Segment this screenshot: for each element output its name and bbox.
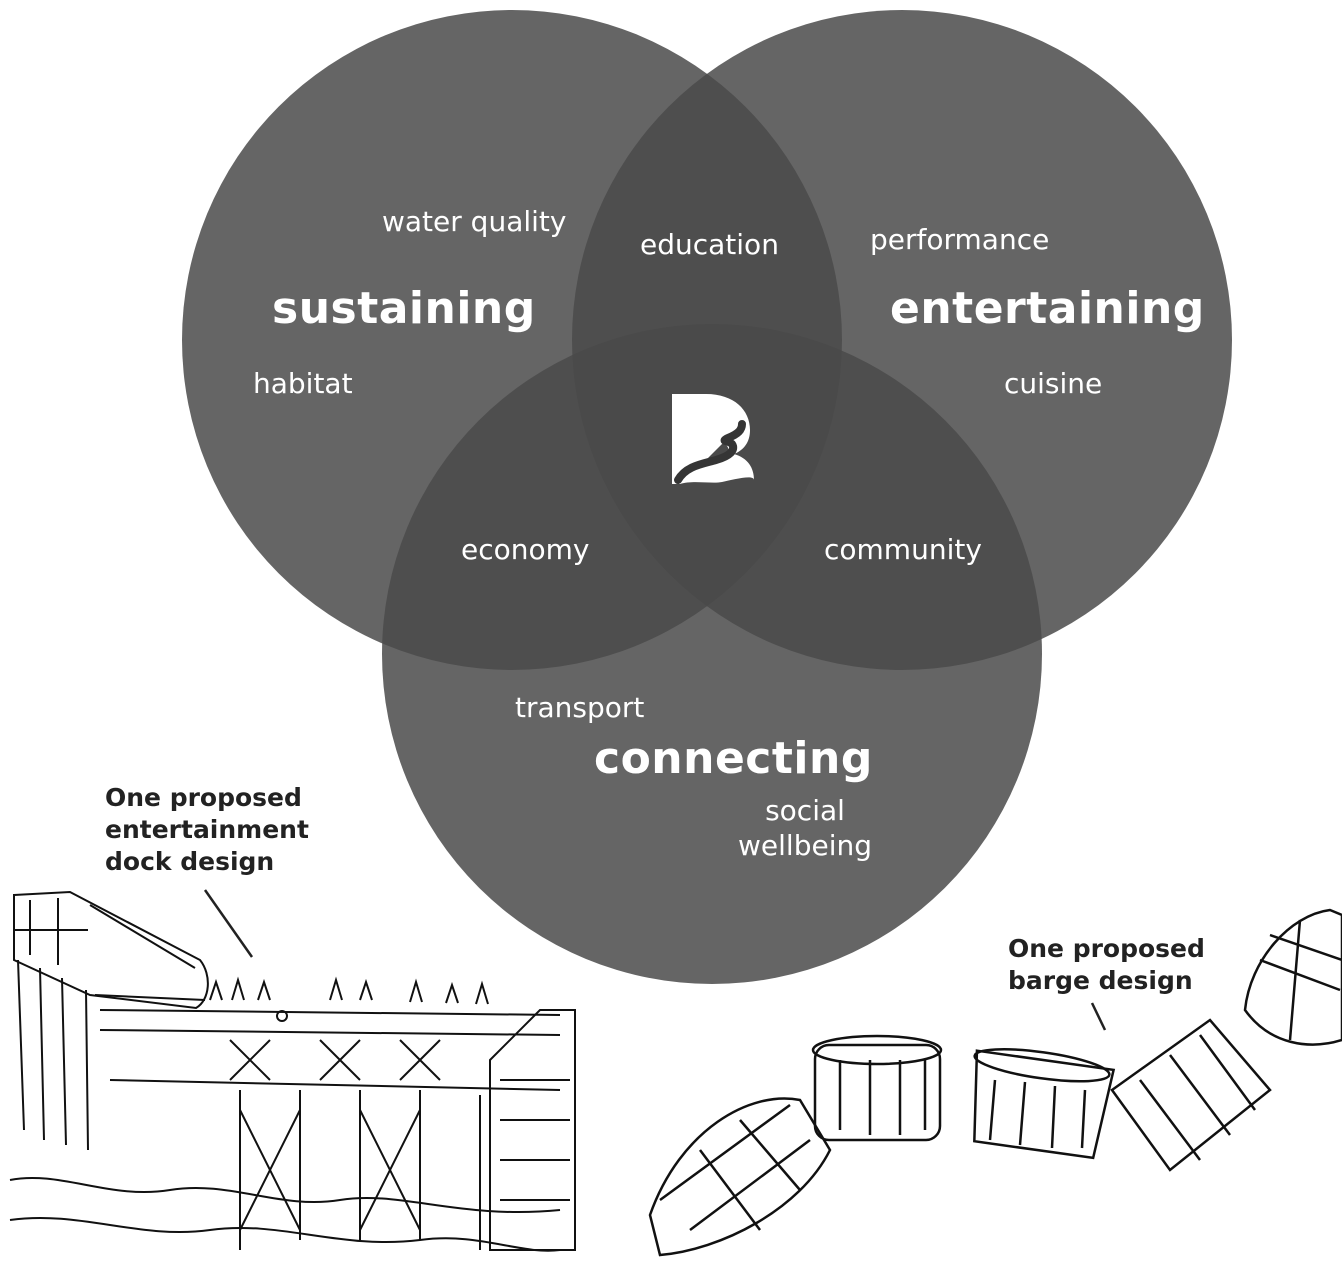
circle-connecting: [382, 324, 1042, 984]
barge-caption: One proposed barge design: [1008, 933, 1205, 997]
label-community: community: [824, 533, 982, 566]
label-habitat: habitat: [253, 367, 353, 400]
dock-caption-line: One proposed: [105, 783, 302, 812]
barge-pointer-line: [1090, 1002, 1107, 1031]
river-b-logo: [672, 394, 754, 484]
label-education: education: [640, 228, 779, 261]
label-wellbeing: wellbeing: [738, 829, 872, 862]
label-sustaining: sustaining: [272, 283, 536, 334]
barge-caption-line: One proposed: [1008, 934, 1205, 963]
barge-sketch: [648, 908, 1342, 1257]
barge-caption-line: barge design: [1008, 966, 1193, 995]
label-water-quality: water quality: [382, 205, 567, 238]
dock-caption-line: dock design: [105, 847, 275, 876]
dock-pointer-line: [203, 889, 254, 958]
label-performance: performance: [870, 223, 1050, 256]
label-transport: transport: [515, 691, 645, 724]
dock-caption: One proposed entertainment dock design: [105, 782, 309, 878]
dock-sketch: [9, 890, 576, 1252]
label-cuisine: cuisine: [1004, 367, 1103, 400]
label-connecting: connecting: [594, 733, 873, 784]
label-entertaining: entertaining: [890, 283, 1205, 334]
label-social: social: [765, 794, 845, 827]
dock-caption-line: entertainment: [105, 815, 309, 844]
label-economy: economy: [461, 533, 590, 566]
